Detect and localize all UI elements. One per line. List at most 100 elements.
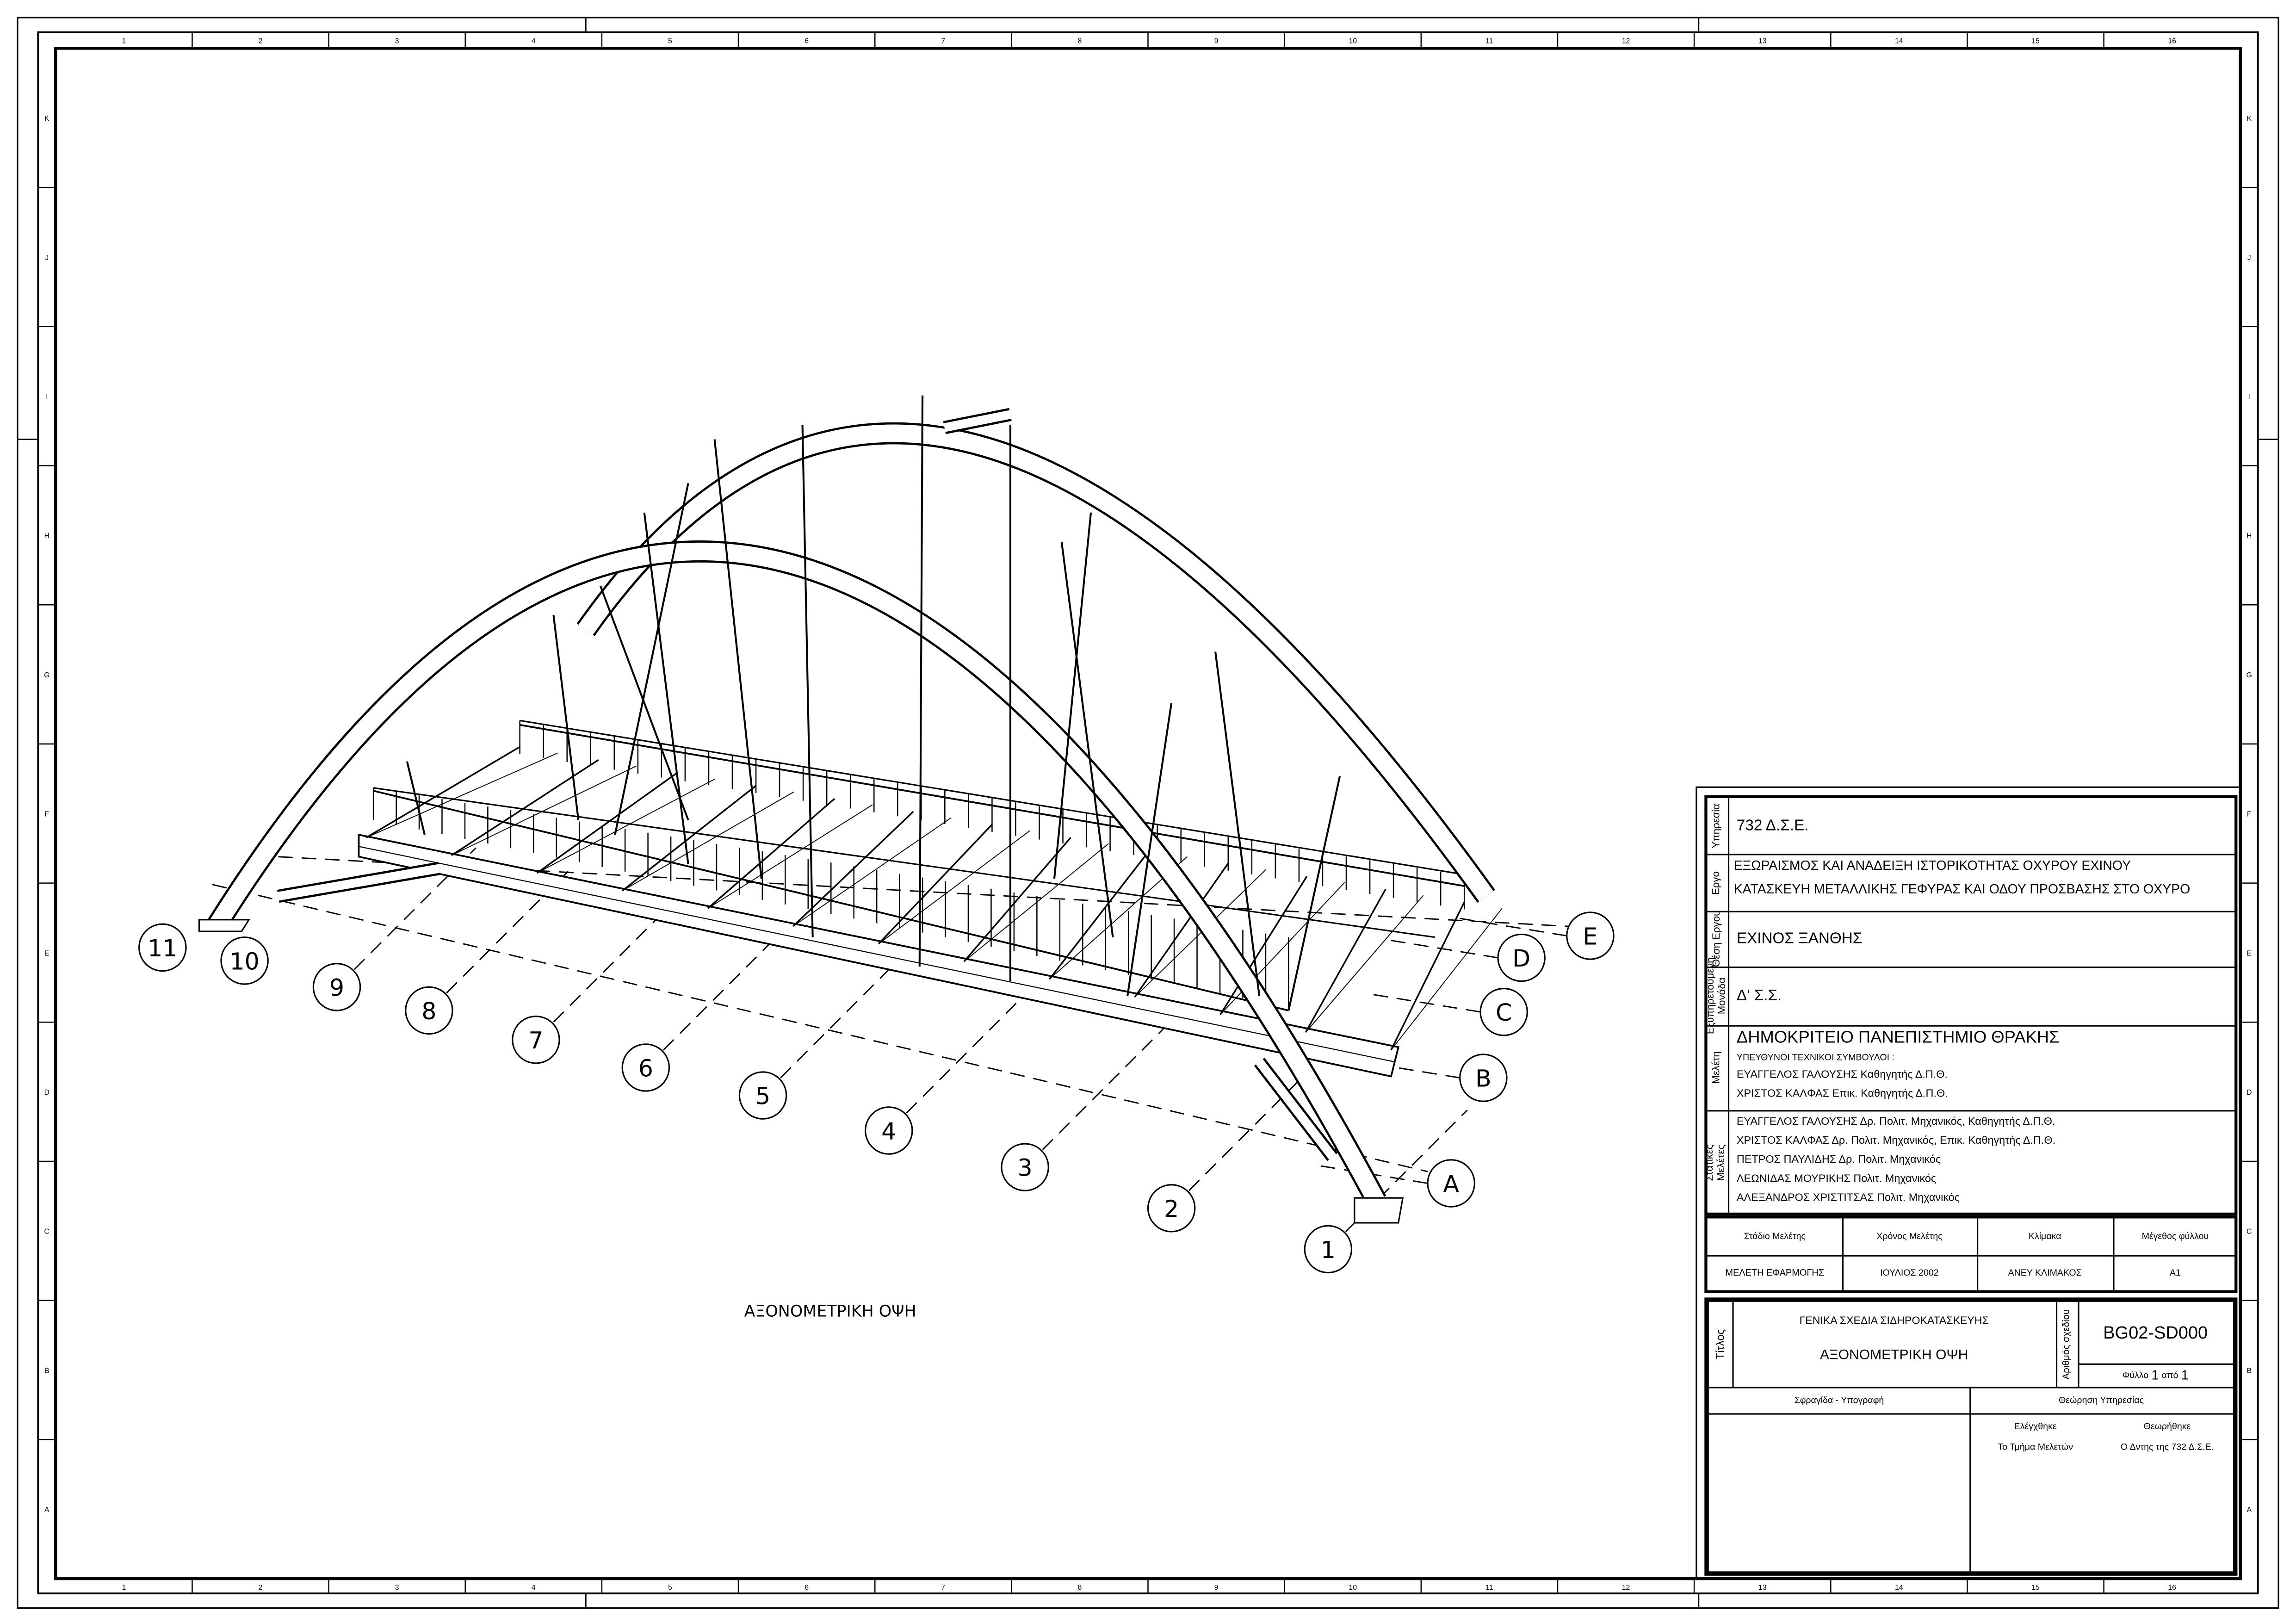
hanger-cable: [1287, 776, 1341, 1011]
axis-number: 2: [1164, 1195, 1179, 1222]
bracing: [1219, 882, 1345, 1015]
bracing: [707, 804, 873, 909]
cross-beam: [1305, 888, 1386, 1033]
title-line-2: ΑΞΟΝΟΜΕΤΡΙΚΗ ΟΨΗ: [1819, 1347, 1968, 1364]
column-number: 1: [122, 37, 126, 45]
bracing: [878, 830, 1030, 944]
railing-top-front: [373, 787, 1436, 938]
axis-bubble: [1304, 1225, 1353, 1274]
drawing-number: BG02-SD000: [2103, 1322, 2208, 1343]
study-subtitle: ΥΠΕΥΘΥΝΟΙ ΤΕΧΝΙΚΟΙ ΣΥΜΒΟΥΛΟΙ :: [1736, 1053, 1894, 1063]
of-word: από: [2161, 1370, 2178, 1381]
axis-bubble: [1427, 1159, 1475, 1208]
column-number: 11: [1485, 37, 1493, 45]
hanger-cable: [1053, 512, 1092, 879]
axis-bubble: [138, 923, 187, 972]
bracing: [1305, 895, 1424, 1033]
column-number: 5: [668, 1584, 672, 1592]
axis-bubble: [1147, 1184, 1196, 1233]
hanger-cable: [918, 395, 924, 967]
axis-bubble: [220, 936, 269, 985]
row-letter: A: [44, 1506, 50, 1514]
scale-value: ΑΝΕΥ ΚΛΙΜΑΚΟΣ: [2008, 1267, 2082, 1278]
cross-beam: [1049, 849, 1151, 980]
stamp-signature-label: Σφραγίδα - Υπογραφή: [1794, 1395, 1884, 1406]
study-person: ΧΡΙΣΤΟΣ ΚΑΛΦΑΣ Επικ. Καθηγητής Δ.Π.Θ.: [1736, 1086, 1948, 1100]
cross-beam: [963, 837, 1071, 962]
row-letter: G: [44, 671, 50, 679]
column-number: 1: [122, 1584, 126, 1592]
sheet-count: Φύλλο 1 από 1: [2078, 1364, 2233, 1387]
info-header: Στάδιο Μελέτης: [1744, 1231, 1806, 1242]
row-letter: K: [2246, 115, 2252, 123]
hanger-cable: [406, 761, 426, 835]
row-letter: I: [46, 393, 48, 401]
study-organization: ΔΗΜΟΚΡΙΤΕΙΟ ΠΑΝΕΠΙΣΤΗΜΙΟ ΘΡΑΚΗΣ: [1736, 1029, 2060, 1048]
axis-bubble: [1566, 911, 1615, 960]
study-stage-value: ΜΕΛΕΤΗ ΕΦΑΡΜΟΓΗΣ: [1725, 1267, 1825, 1278]
grid-line-transverse: [1042, 1027, 1165, 1150]
column-number: 16: [2168, 1584, 2176, 1592]
axis-letter: C: [1496, 999, 1512, 1026]
cross-beam: [451, 759, 599, 856]
drawing-number-label: Αριθμός σχεδίου: [2061, 1309, 2072, 1380]
axis-bubble: [312, 963, 361, 1011]
base-plate: [198, 919, 250, 932]
row-letter: F: [44, 811, 49, 818]
column-number: 7: [941, 37, 945, 45]
row-letter: J: [45, 254, 49, 262]
axis-bubble: [738, 1071, 787, 1120]
cross-beam: [1134, 862, 1229, 998]
column-number: 2: [259, 37, 263, 45]
column-number: 13: [1758, 37, 1767, 45]
row-letter: B: [2246, 1367, 2252, 1375]
row-letter: E: [44, 949, 50, 957]
row-letter: H: [44, 532, 50, 540]
column-number: 9: [1214, 37, 1219, 45]
arch-front-fill: [209, 542, 1385, 1205]
cross-beam: [622, 785, 757, 892]
hanger-cable: [599, 585, 689, 821]
axis-number: 9: [329, 974, 344, 1001]
axis-letter: A: [1443, 1170, 1459, 1197]
unit-value: Δ' Σ.Σ.: [1736, 987, 1782, 1005]
hanger-cable: [552, 615, 580, 820]
column-number: 15: [2031, 1584, 2040, 1592]
axis-number: 11: [148, 935, 177, 962]
cross-beam: [536, 772, 678, 874]
location-value: ΕΧΙΝΟΣ ΞΑΝΘΗΣ: [1736, 930, 1863, 948]
grid-line-longitudinal: [1351, 1060, 1460, 1079]
row-letter: E: [2246, 949, 2252, 957]
row-letter: A: [2246, 1506, 2252, 1514]
hanger-cable: [614, 483, 689, 835]
arch-tie-fill: [943, 410, 1011, 432]
sheet-total: 1: [2181, 1368, 2189, 1382]
bracing: [1391, 908, 1503, 1051]
outer-frame: [17, 17, 2279, 1609]
sheet-word: Φύλλο: [2122, 1370, 2149, 1381]
row-letter: B: [44, 1367, 50, 1375]
grid-line-longitudinal: [1458, 917, 1567, 936]
column-number: 10: [1349, 37, 1357, 45]
hanger-cable: [643, 512, 689, 864]
study-info-table: Στάδιο Μελέτης Χρόνος Μελέτης Κλίμακα Μέ…: [1704, 1215, 2238, 1293]
title-label: Τίτλος: [1713, 1329, 1727, 1360]
axis-letter: E: [1583, 923, 1597, 950]
cross-beam: [365, 746, 520, 838]
title-and-signature-block: Τίτλος ΓΕΝΙΚΑ ΣΧΕΔΙΑ ΣΙΔΗΡΟΚΑΤΑΣΚΕΥΗΣ ΑΞ…: [1704, 1297, 2238, 1576]
bracing: [451, 765, 637, 856]
grid-line-transverse: [662, 928, 786, 1051]
bracing: [622, 791, 794, 892]
grid-line-axis-a: [212, 884, 1428, 1172]
column-number: 3: [395, 37, 399, 45]
support-strut-fill: [277, 864, 440, 901]
axis-number: 5: [755, 1083, 770, 1110]
sheet-number: 1: [2151, 1368, 2159, 1382]
column-number: 10: [1349, 1584, 1357, 1592]
bracing: [1134, 869, 1267, 998]
hanger-cable: [1126, 702, 1173, 996]
axis-bubble: [512, 1016, 560, 1064]
